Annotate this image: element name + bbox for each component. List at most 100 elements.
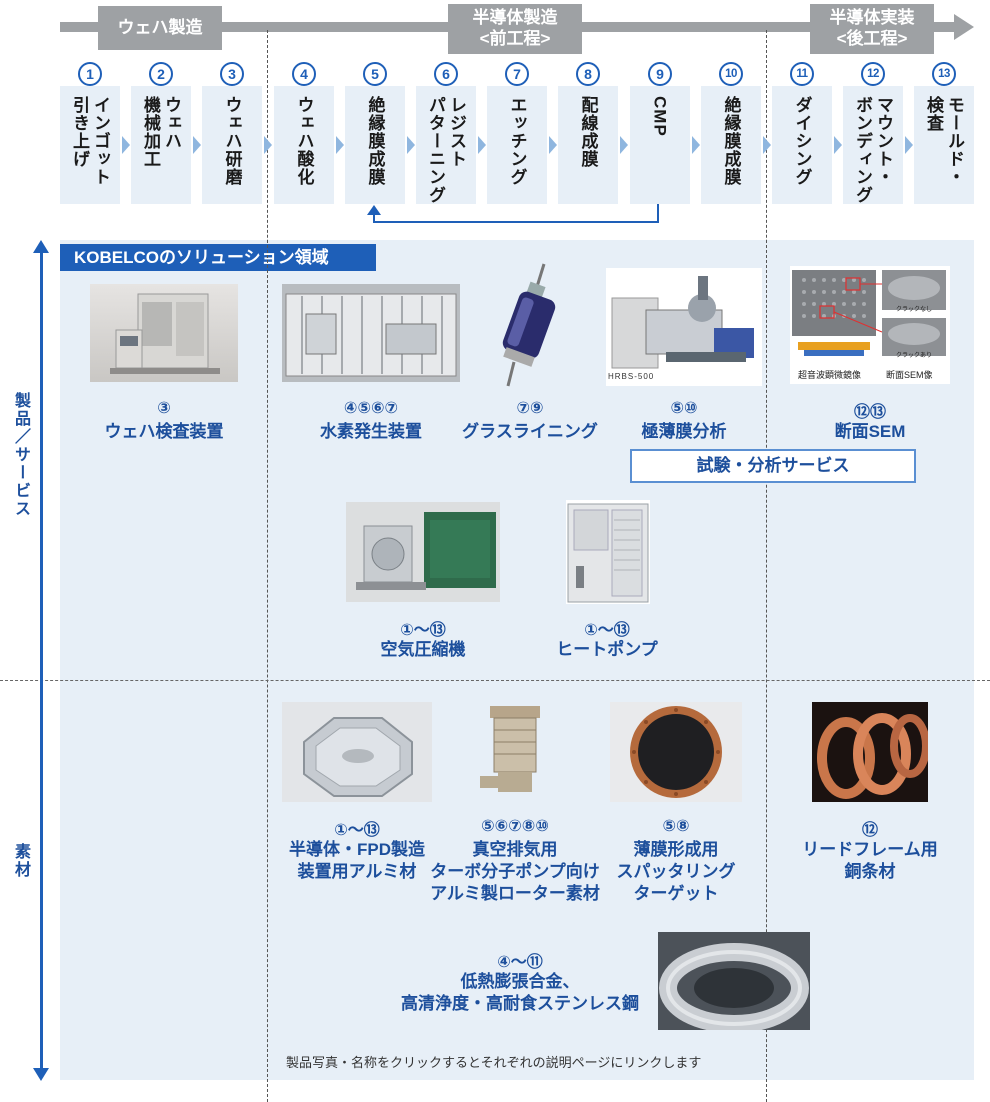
process-step-box [202, 86, 262, 204]
material-name-line: 装置用アルミ材 [297, 862, 417, 881]
step-label: ダイシング [792, 96, 812, 186]
step-label: モールド・ 検査 [924, 96, 964, 186]
step-number-badge: 8 [576, 62, 600, 86]
process-step-box [60, 86, 120, 204]
product-name[interactable]: グラスライニング [462, 422, 598, 441]
vertical-axis-line [40, 250, 43, 1070]
process-step-box [131, 86, 191, 204]
product-name[interactable]: 水素発生装置 [320, 422, 422, 441]
process-step-box [487, 86, 547, 204]
stage-front-end-line2: <前工程> [479, 29, 551, 48]
axis-label-products: 製品／サービス [12, 392, 29, 518]
step-number-badge: 9 [648, 62, 672, 86]
step-chevron-icon [407, 136, 415, 154]
material-name[interactable]: リードフレーム用 銅条材 [786, 839, 954, 883]
step-number-badge: 1 [78, 62, 102, 86]
sputtering-target-photo[interactable] [610, 702, 742, 802]
material-name-line: ターゲット [633, 884, 719, 903]
step-chevron-icon [692, 136, 700, 154]
material-name-line: リードフレーム用 [802, 840, 938, 859]
hrbs-model-label: HRBS-500 [608, 372, 655, 381]
cross-section-sem-photo[interactable]: クラックなし クラックあり 超音波顕微鏡像 断面SEM像 [790, 266, 950, 384]
material-steps: ⑤⑧ [662, 818, 690, 835]
process-step-box [701, 86, 761, 204]
step-number-badge: 13 [932, 62, 956, 86]
steel-wire-photo[interactable] [658, 932, 810, 1030]
process-step-box [274, 86, 334, 204]
material-name-line: 半導体・FPD製造 [289, 840, 425, 859]
product-steps: ①〜⑬ [400, 622, 446, 639]
material-name[interactable]: 真空排気用 ターボ分子ポンプ向け アルミ製ローター素材 [426, 839, 604, 905]
cycle-arrow-segment [373, 221, 659, 223]
step-label: 絶縁膜成膜 [365, 96, 385, 186]
heat-pump-photo[interactable] [566, 500, 650, 604]
separator-wafer-front-panel [267, 240, 268, 1102]
product-steps: ⑫⑬ [853, 404, 886, 421]
process-step-box [772, 86, 832, 204]
process-step-box [843, 86, 903, 204]
material-name[interactable]: 半導体・FPD製造 装置用アルミ材 [270, 839, 444, 883]
stage-back-end-line2: <後工程> [836, 29, 908, 48]
material-steps: ⑫ [861, 822, 878, 839]
axis-arrowhead-down [33, 1068, 49, 1081]
product-name[interactable]: ヒートポンプ [556, 640, 658, 659]
step-number-badge: 6 [434, 62, 458, 86]
process-step-box [416, 86, 476, 204]
product-steps: ④⑤⑥⑦ [343, 400, 399, 417]
product-steps: ⑦⑨ [516, 400, 544, 417]
step-label: ウェハ 機械加工 [141, 96, 181, 168]
stage-wafer-manufacturing: ウェハ製造 [98, 6, 222, 50]
material-name[interactable]: 低熱膨張合金、 高清浄度・高耐食ステンレス鋼 [376, 971, 664, 1015]
stage-front-end-line1: 半導体製造 [472, 8, 558, 27]
step-label: 絶縁膜成膜 [721, 96, 741, 186]
material-name-line: 銅条材 [844, 862, 896, 881]
product-name[interactable]: 極薄膜分析 [641, 422, 727, 441]
separator-products-materials [0, 680, 990, 681]
turbo-rotor-photo[interactable] [476, 702, 554, 806]
stage-front-end: 半導体製造 <前工程> [448, 4, 582, 54]
stage-back-end: 半導体実装 <後工程> [810, 4, 934, 54]
axis-arrowhead-up [33, 240, 49, 253]
step-number-badge: 5 [363, 62, 387, 86]
product-steps: ⑤⑩ [670, 400, 698, 417]
step-chevron-icon [763, 136, 771, 154]
material-name-line: アルミ製ローター素材 [430, 884, 600, 903]
wafer-inspection-photo[interactable] [90, 284, 238, 382]
hydrogen-generator-photo[interactable] [282, 284, 460, 382]
step-number-badge: 2 [149, 62, 173, 86]
material-steps: ⑤⑥⑦⑧⑩ [481, 818, 549, 835]
link-note: 製品写真・名称をクリックするとそれぞれの説明ページにリンクします [286, 1055, 702, 1070]
axis-label-materials: 素材 [12, 843, 29, 879]
step-chevron-icon [122, 136, 130, 154]
material-name-line: 薄膜形成用 [633, 840, 719, 859]
product-name[interactable]: 断面SEM [834, 422, 906, 441]
product-name[interactable]: ウェハ検査装置 [104, 422, 224, 441]
copper-strip-photo[interactable] [812, 702, 928, 802]
material-name[interactable]: 薄膜形成用 スパッタリング ターゲット [598, 839, 754, 905]
cycle-arrowhead [367, 205, 381, 215]
stage-back-end-line1: 半導体実装 [829, 8, 915, 27]
material-steps: ①〜⑬ [334, 822, 380, 839]
test-analysis-service-label[interactable]: 試験・分析サービス [630, 449, 916, 483]
step-label: レジスト パターニング [426, 96, 466, 204]
step-chevron-icon [478, 136, 486, 154]
material-name-line: 真空排気用 [472, 840, 558, 859]
step-chevron-icon [193, 136, 201, 154]
step-chevron-icon [336, 136, 344, 154]
cycle-arrow-segment [373, 214, 375, 223]
glass-lining-photo[interactable] [486, 262, 566, 388]
step-label: インゴット 引き上げ [70, 96, 110, 186]
step-number-badge: 3 [220, 62, 244, 86]
solution-area-label: KOBELCOのソリューション領域 [60, 244, 376, 271]
process-flow-arrowhead [954, 14, 974, 40]
step-label: エッチング [507, 96, 527, 186]
step-label: CMP [650, 96, 670, 137]
thin-film-analysis-photo[interactable]: HRBS-500 [606, 268, 762, 386]
air-compressor-photo[interactable] [346, 502, 500, 602]
material-steps: ④〜⑪ [497, 954, 543, 971]
cycle-arrow-segment [657, 204, 659, 223]
product-name[interactable]: 空気圧縮機 [380, 640, 466, 659]
sem-label-crack-yes: クラックあり [896, 353, 933, 359]
aluminum-material-photo[interactable] [282, 702, 432, 802]
step-chevron-icon [549, 136, 557, 154]
